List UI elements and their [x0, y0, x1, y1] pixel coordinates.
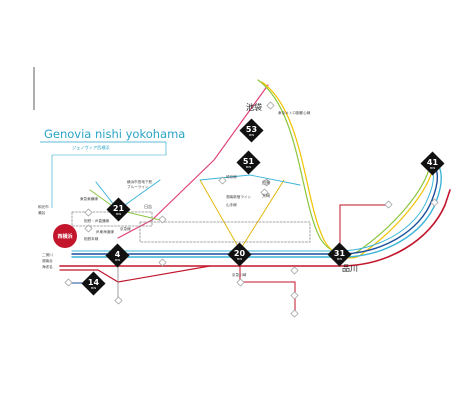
hub-minutes: 21 — [113, 204, 125, 213]
hub-kawasaki: 20 MIN — [227, 242, 252, 267]
title-block: Genovia nishi yokohama ジェノヴィア西横浜 — [40, 127, 185, 208]
line-red-main — [59, 189, 451, 267]
station-marker — [290, 291, 299, 300]
label-jr-tokaido: JR東海道線 — [95, 229, 114, 234]
small-stations — [64, 101, 439, 318]
station-marker — [158, 258, 167, 267]
line-keihin-blue — [71, 162, 439, 255]
line-saikyo-red — [117, 84, 269, 239]
station-marker — [218, 176, 227, 185]
hub-unit: MIN — [237, 257, 242, 261]
hub-minutes: 14 — [88, 278, 100, 287]
station-marker — [236, 278, 245, 287]
station-marker — [84, 224, 93, 233]
hub-ofuna: 14 MIN — [81, 271, 106, 296]
hub-minutes: 53 — [246, 125, 257, 134]
home-station-label: 西横浜 — [57, 233, 72, 240]
hub-shibuya: 21 MIN — [106, 197, 131, 222]
label-hiyoshi: 日吉 — [144, 204, 152, 209]
station-marker — [266, 101, 275, 110]
station-marker — [260, 188, 269, 197]
label-fukutoshin: 東京メトロ副都心線 — [278, 110, 311, 115]
station-marker — [430, 198, 439, 207]
line-keikyu-red — [59, 265, 211, 283]
hub-unit: MIN — [115, 258, 120, 262]
station-marker — [262, 178, 271, 187]
label-sotetsu-main: 相鉄本線 — [84, 236, 99, 241]
label-ikebukuro: 池袋 — [246, 102, 262, 112]
hub-minutes: 4 — [115, 250, 121, 259]
station-marker — [84, 208, 93, 217]
label-left-e: 海老名 — [42, 264, 53, 269]
line-kawasaki-spur — [239, 265, 296, 317]
label-keihin-kawasaki: 京急川崎 — [232, 272, 247, 277]
label-left-c: 二俣川 — [42, 252, 53, 257]
line-blue-shinjuku — [199, 174, 301, 186]
label-shonan: 湘南新宿ライン — [226, 194, 252, 199]
station-marker — [290, 266, 299, 275]
station-marker — [384, 200, 393, 209]
station-marker — [114, 296, 123, 305]
hub-unit: MIN — [246, 165, 251, 169]
label-blue-line: ブルーライン — [127, 184, 149, 189]
label-keikyu: 京急線 — [120, 226, 131, 231]
label-yamanote: 山手線 — [226, 202, 237, 207]
hub-unit: MIN — [249, 133, 254, 137]
label-yokohama-subway: 横浜市営地下鉄 — [127, 179, 153, 184]
map-title: Genovia nishi yokohama — [44, 127, 185, 141]
hub-minutes: 51 — [243, 157, 255, 166]
hub-minutes: 20 — [234, 249, 246, 258]
label-left-d: 湘南台 — [42, 258, 53, 263]
line-yamanote-green — [257, 79, 431, 255]
label-left-b: 瀬谷 — [38, 210, 46, 215]
hub-minutes: 41 — [427, 158, 439, 167]
label-shinagawa: 品川 — [342, 264, 358, 273]
hub-tokyo: 41 MIN — [420, 151, 445, 176]
label-meguro: 目黒 — [262, 180, 270, 185]
hub-shinagawa: 31 MIN — [327, 242, 352, 267]
hub-unit: MIN — [430, 166, 435, 170]
hub-minutes: 31 — [334, 249, 346, 258]
home-station-marker — [53, 224, 77, 248]
station-marker — [64, 278, 73, 287]
label-left-a: 和光市 — [38, 204, 49, 209]
label-osaki: 大崎 — [262, 192, 270, 198]
hub-yokohama: 4 MIN — [105, 243, 130, 268]
hub-unit: MIN — [91, 286, 96, 290]
title-leader — [51, 142, 167, 208]
hub-unit: MIN — [116, 212, 121, 216]
label-tokyu-toyoko: 東急東横線 — [80, 196, 98, 201]
hub-shinjuku: 51 MIN — [236, 150, 261, 175]
station-marker — [290, 309, 299, 318]
hub-ikebukuro: 53 MIN — [239, 118, 264, 143]
dashed-link — [139, 221, 311, 243]
map-subtitle: ジェノヴィア西横浜 — [72, 144, 110, 151]
label-saikyo: 埼京線 — [226, 174, 237, 179]
line-shonan-triangle — [199, 179, 285, 251]
line-keihin-cyan — [71, 162, 443, 258]
label-sotetsu-jr: 相鉄・JR直通線 — [84, 218, 110, 223]
home-station: 西横浜 — [53, 224, 77, 248]
hub-unit: MIN — [337, 257, 342, 261]
station-marker — [158, 215, 167, 224]
map-labels: 池袋 品川 東京メトロ副都心線 横浜市営地下鉄 ブルーライン 日吉 埼京線 湘南… — [38, 102, 358, 277]
